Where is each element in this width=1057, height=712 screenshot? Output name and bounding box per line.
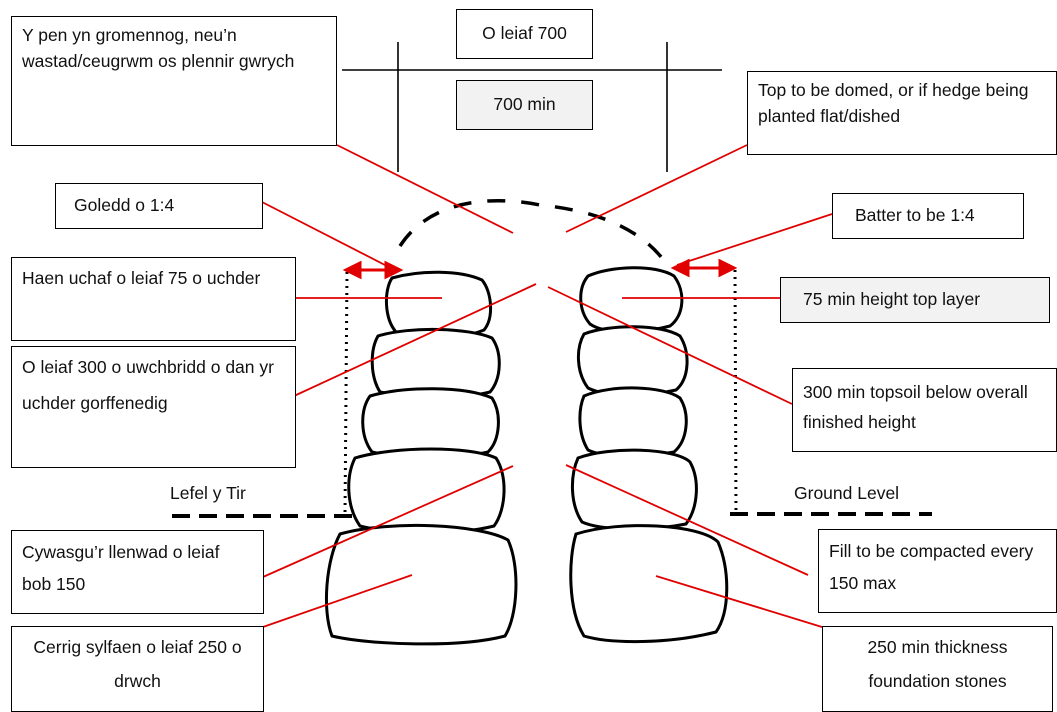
- domed-top: [398, 199, 664, 260]
- topsoil-label-welsh: O leiaf 300 o uwchbridd o dan yr uchder …: [11, 346, 296, 468]
- fill-label-welsh: Cywasgu’r llenwad o leiaf bob 150: [11, 530, 264, 614]
- width-label-english: 700 min: [456, 80, 593, 130]
- stone-left-4: [347, 447, 506, 535]
- foundation-label-welsh: Cerrig sylfaen o leiaf 250 o drwch: [11, 626, 264, 712]
- batter-line-left: [343, 271, 349, 516]
- width-label-welsh: O leiaf 700: [456, 9, 593, 59]
- stone-right-3: [578, 386, 688, 458]
- batter-label-english: Batter to be 1:4: [832, 193, 1024, 239]
- stone-right-2: [577, 325, 689, 397]
- leader-lines: [261, 144, 833, 628]
- stone-left-2: [370, 327, 501, 399]
- stone-left-1: [385, 270, 492, 340]
- foundation-label-english: 250 min thickness foundation stones: [822, 626, 1053, 712]
- top-layer-label-english: 75 min height top layer: [780, 277, 1050, 323]
- topsoil-label-english: 300 min topsoil below overall finished h…: [792, 368, 1057, 452]
- stone-right-5: [569, 524, 729, 644]
- right-stones: [569, 266, 729, 644]
- fill-label-english: Fill to be compacted every 150 max: [818, 529, 1057, 613]
- top-label-welsh: Y pen yn gromennog, neu’n wastad/ceugrwm…: [11, 16, 337, 146]
- top-layer-label-welsh: Haen uchaf o leiaf 75 o uchder: [11, 257, 296, 341]
- stone-right-1: [579, 266, 684, 334]
- ground-level-label-english: Ground Level: [794, 483, 900, 503]
- top-label-english: Top to be domed, or if hedge being plant…: [747, 71, 1057, 155]
- stone-left-3: [361, 387, 500, 459]
- ground-level-label-welsh: Lefel y Tir: [170, 483, 246, 503]
- batter-label-welsh: Goledd o 1:4: [55, 183, 263, 229]
- batter-line-right: [733, 269, 738, 517]
- width-dimension: [342, 42, 722, 172]
- stone-right-4: [570, 448, 698, 531]
- stone-left-5: [324, 523, 518, 646]
- left-stones: [324, 270, 518, 646]
